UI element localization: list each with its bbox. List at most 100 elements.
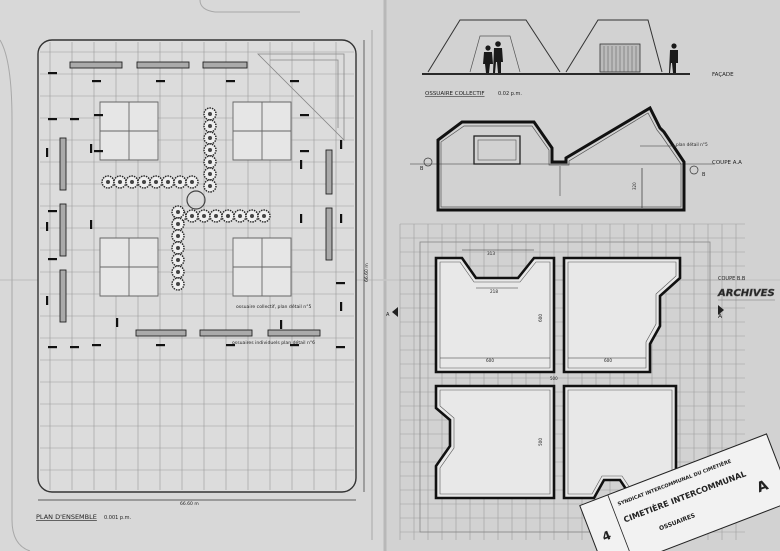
tree-trunk: [176, 210, 180, 214]
plan-height-dim: 66.60 m: [364, 263, 370, 282]
person-figure-1: [483, 52, 493, 73]
plot-block-se: [232, 237, 292, 297]
coupe-aa-inner-line: [440, 112, 682, 208]
road-edge-left: [0, 39, 31, 551]
site-plan: 66.60 m 66.60 m ossuaire collectif, plan…: [36, 39, 370, 521]
corner-diagonal-inner: [270, 59, 339, 128]
ossuary-room-nw-inner: [439, 261, 551, 369]
dim-600c: 600: [538, 314, 543, 322]
dim-600a: 600: [486, 358, 494, 363]
facade-label: FAÇADE: [712, 72, 734, 78]
plan-ensemble-scale: 0.001 p.m.: [104, 515, 132, 521]
ossuary-wall-top-2: [136, 61, 190, 69]
grave-marker-dash: [226, 80, 235, 83]
person-figure-2: [493, 48, 503, 73]
grave-marker-dash: [226, 344, 235, 347]
tree-trunk: [208, 172, 212, 176]
plot-block-sw: [99, 237, 159, 297]
archives-stamp-text: ARCHIVES: [717, 288, 775, 299]
coupe-bb-label: COUPE B.B: [718, 276, 746, 282]
tree-trunk: [238, 214, 242, 218]
ossuary-room-se-inner: [567, 389, 673, 495]
facade-roof-right: [565, 19, 663, 73]
tree-trunk: [176, 270, 180, 274]
person-figure-2-head: [495, 41, 501, 47]
tree-trunk: [176, 282, 180, 286]
grave-marker-dash: [290, 80, 299, 83]
person-figure-1-head: [485, 45, 491, 51]
title-block-frame: [579, 433, 780, 551]
section-a-arrow-left: [392, 307, 398, 317]
plot-block-nw: [99, 101, 159, 161]
grave-marker-dash: [90, 144, 93, 153]
tree-rows: [101, 107, 271, 291]
facade-door-slats: [603, 46, 637, 72]
section-a-arrow-right: [718, 305, 724, 315]
tree-trunk: [178, 180, 182, 184]
ossuaire-collectif-note: ossuaire collectif, plan détail n°5: [236, 303, 311, 310]
ossuary-wall-top-3: [202, 61, 248, 69]
ossuary-wall-bottom-1: [135, 329, 187, 337]
dim-313: 313: [487, 251, 495, 256]
person-figure-3: [669, 50, 678, 73]
tree-trunk: [176, 234, 180, 238]
ossuary-wall-top-1: [69, 61, 123, 69]
grave-marker-dash: [290, 344, 299, 347]
grave-marker-dash: [92, 344, 101, 347]
road-edge-top: [199, 0, 300, 13]
dim-500b: 500: [550, 376, 558, 381]
tree-trunk: [190, 214, 194, 218]
tree-trunk: [208, 136, 212, 140]
ossuary-wall-right-1: [325, 149, 333, 195]
tree-trunk: [176, 258, 180, 262]
grave-marker-dash: [280, 320, 283, 329]
tree-trunk: [208, 112, 212, 116]
tree-trunk: [190, 180, 194, 184]
human-figures: [483, 41, 678, 73]
tree-trunk: [166, 180, 170, 184]
tree-trunk: [142, 180, 146, 184]
section-b-marker-right: B: [702, 172, 706, 178]
grave-marker-dash: [90, 220, 93, 229]
facade-elevation: FAÇADE: [422, 19, 734, 78]
dim-320: 320: [632, 182, 637, 190]
site-plan-grid: [40, 42, 354, 490]
grave-marker-dash: [336, 346, 345, 349]
grave-marker-dash: [46, 296, 49, 305]
ossuary-wall-right-2: [325, 207, 333, 261]
plan-width-dim: 66.60 m: [180, 501, 199, 507]
ossuary-wall-bottom-3: [267, 329, 321, 337]
tree-trunk: [262, 214, 266, 218]
corner-diagonal-area: [257, 53, 345, 141]
archives-stamp: ARCHIVES: [717, 288, 775, 301]
ossuary-wall-left-2: [59, 203, 67, 257]
coupe-aa-label: COUPE A.A: [712, 160, 742, 166]
grave-marker-dash: [300, 114, 309, 117]
plan-ensemble-title: PLAN D'ENSEMBLE: [36, 513, 97, 521]
grave-marker-dash: [46, 222, 49, 231]
grave-marker-dash: [70, 118, 79, 121]
ossuary-room-ne: [562, 256, 682, 374]
dim-500: 500: [538, 438, 543, 446]
grave-marker-dash: [340, 214, 343, 223]
plot-block-ne: [232, 101, 292, 161]
tree-trunk: [118, 180, 122, 184]
dim-218: 218: [490, 289, 498, 294]
ossuary-wall-bottom-2: [199, 329, 253, 337]
section-marker-circle-left: [423, 157, 433, 167]
tree-trunk: [202, 214, 206, 218]
tree-trunk: [208, 160, 212, 164]
tree-trunk: [208, 184, 212, 188]
grave-marker-dash: [300, 214, 303, 223]
section-aa: 320 plan détail n°5 COUPE A.A B B: [410, 105, 742, 212]
tree-trunk: [176, 222, 180, 226]
facade-roof-left: [427, 19, 561, 73]
ossuary-room-ne-inner: [567, 261, 677, 369]
grave-marker-dash: [48, 258, 57, 261]
ossuary-wall-left-3: [59, 269, 67, 323]
tree-trunk: [214, 214, 218, 218]
grave-marker-dash: [340, 140, 343, 149]
tree-trunk: [250, 214, 254, 218]
plan-detail-5-label: plan détail n°5: [676, 141, 708, 148]
